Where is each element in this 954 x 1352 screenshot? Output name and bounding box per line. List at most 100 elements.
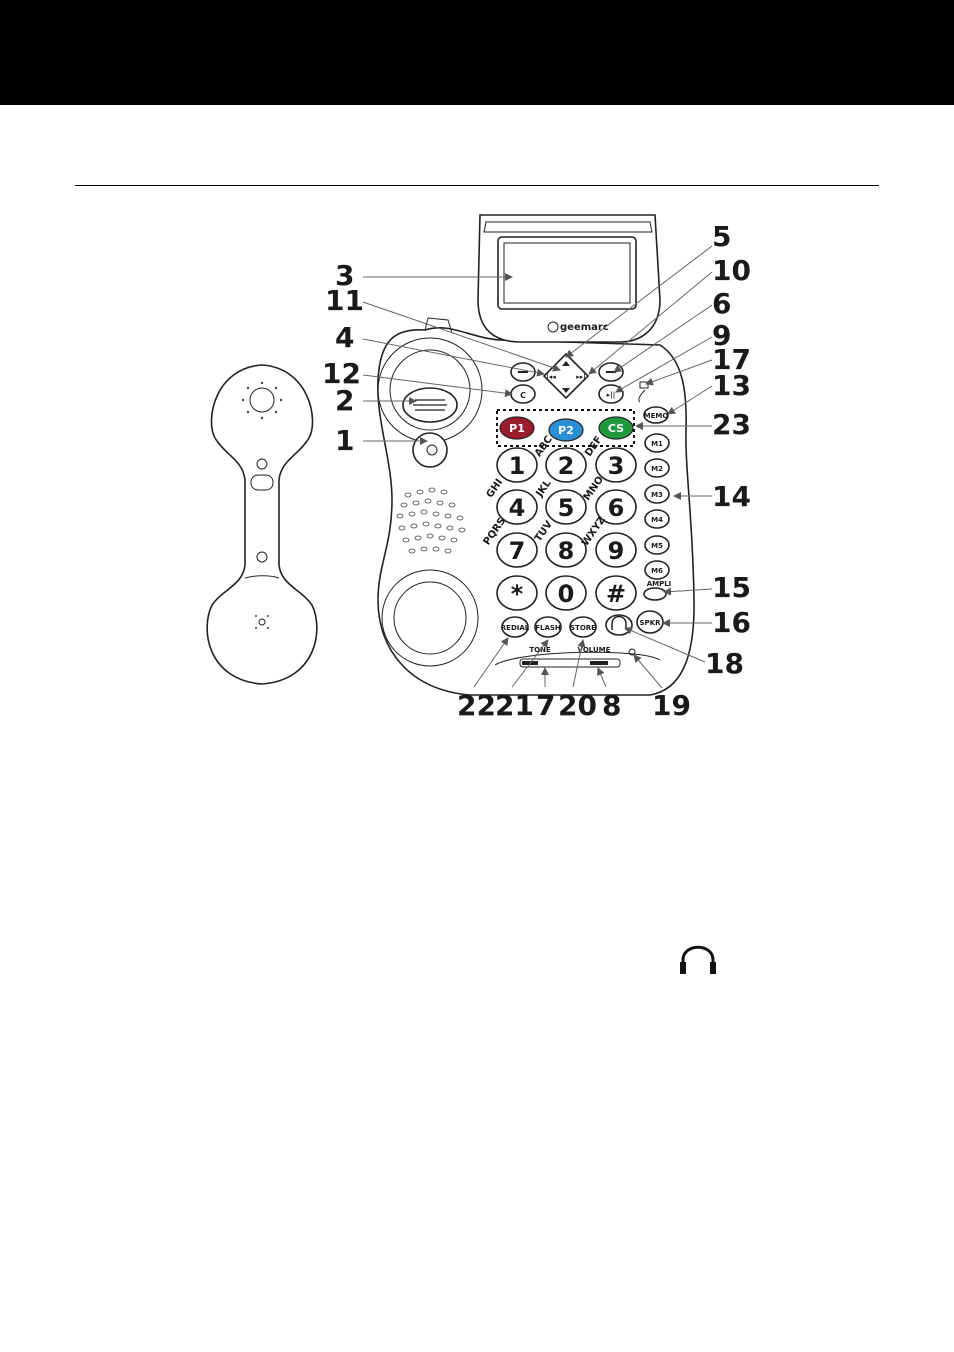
side-key-label: M6	[651, 567, 663, 575]
callout-21: 21	[495, 689, 534, 722]
key-digit: 7	[509, 537, 526, 565]
side-key-m4[interactable]: M4	[644, 509, 670, 529]
redial-key[interactable]: REDIAL	[501, 616, 530, 638]
callout-15: 15	[712, 571, 751, 604]
right-soft-key[interactable]	[598, 362, 624, 382]
brand-text: geemarc	[560, 322, 609, 333]
leader-line-5	[565, 245, 713, 358]
leader-lines	[362, 245, 713, 689]
side-key-label: M4	[651, 516, 663, 524]
side-key-label: SPKR	[640, 619, 662, 627]
key-star[interactable]: *	[496, 575, 538, 611]
leader-line-19	[633, 654, 663, 689]
key-digit: 8	[558, 537, 575, 565]
clear-key[interactable]: C	[510, 384, 536, 404]
key-0[interactable]: 0	[545, 575, 587, 611]
callout-11: 11	[325, 284, 364, 317]
callout-13: 13	[712, 369, 751, 402]
leader-line-10	[588, 271, 713, 375]
svg-text:C: C	[520, 391, 526, 400]
priority-key-label: P1	[509, 422, 525, 435]
side-key-label: M2	[651, 465, 663, 473]
leader-line-4	[362, 338, 545, 377]
callout-16: 16	[712, 606, 751, 639]
leader-line-9	[615, 336, 713, 393]
side-key-m5[interactable]: M5	[644, 535, 670, 555]
brand-logo-icon	[547, 321, 559, 333]
side-key-label: MEMO	[644, 412, 669, 420]
side-key-spkr[interactable]: SPKR	[636, 610, 664, 634]
leader-line-22	[473, 637, 509, 688]
flash-key[interactable]: FLASH	[534, 616, 562, 638]
side-key-memo[interactable]: MEMO	[643, 406, 669, 424]
headset-key[interactable]	[605, 614, 633, 636]
side-key-m1[interactable]: M1	[644, 433, 670, 453]
callout-22: 22	[457, 689, 496, 722]
side-key-label: M1	[651, 440, 663, 448]
section-rule	[75, 185, 879, 186]
key-digit: 5	[558, 494, 575, 522]
socket-icon	[628, 648, 636, 656]
callout-6: 6	[712, 287, 731, 320]
headphone-icon	[680, 945, 716, 974]
key-digit: 1	[509, 452, 526, 480]
side-key-m6[interactable]: M6	[644, 560, 670, 580]
key-digit: #	[606, 580, 626, 608]
volume-label: VOLUME	[578, 646, 611, 654]
side-key-label: M3	[651, 491, 663, 499]
leader-line-18	[624, 627, 706, 663]
key-digit: 4	[509, 494, 526, 522]
leader-line-21	[511, 639, 549, 688]
key-hash[interactable]: #	[595, 575, 637, 611]
store-label: STORE	[570, 624, 596, 632]
key-digit: 6	[608, 494, 625, 522]
store-key[interactable]: STORE	[569, 616, 597, 638]
side-key-m3[interactable]: M3	[644, 484, 670, 504]
callout-5: 5	[712, 220, 731, 253]
priority-key-label: CS	[608, 422, 624, 435]
display-unit	[477, 214, 661, 343]
callout-7: 7	[536, 689, 555, 722]
callout-19: 19	[652, 689, 691, 722]
leader-line-20	[572, 639, 586, 688]
key-1[interactable]: 1	[496, 447, 538, 483]
leader-line-6	[613, 304, 713, 373]
callout-1: 1	[335, 424, 354, 457]
svg-text:▸▸|: ▸▸|	[576, 373, 586, 382]
leader-line-12	[362, 374, 513, 398]
callout-3: 3	[335, 259, 354, 292]
callout-9: 9	[712, 319, 731, 352]
priority-key-p2[interactable]: P2	[548, 418, 584, 442]
side-key-m2[interactable]: M2	[644, 458, 670, 478]
priority-key-cs[interactable]: CS	[598, 416, 634, 440]
key-digit: 2	[558, 452, 575, 480]
play-pause-key[interactable]: ▸||	[598, 384, 624, 404]
callout-10: 10	[712, 254, 751, 287]
callout-12: 12	[322, 357, 361, 390]
callout-14: 14	[712, 480, 751, 513]
priority-key-label: P2	[558, 424, 574, 437]
header-bar	[0, 0, 954, 105]
key-digit: *	[511, 580, 524, 608]
flash-label: FLASH	[535, 624, 561, 632]
svg-text:|◂◂: |◂◂	[546, 373, 556, 382]
redial-label: REDIAL	[501, 624, 530, 632]
side-key-label: M5	[651, 542, 663, 550]
callout-20: 20	[558, 689, 597, 722]
callout-17: 17	[712, 343, 751, 376]
handset	[206, 364, 318, 685]
priority-key-p1[interactable]: P1	[499, 416, 535, 440]
side-key-label: AMPLI	[647, 580, 672, 588]
key-digit: 9	[608, 537, 625, 565]
left-soft-key[interactable]	[510, 362, 536, 382]
volume-slider-thumb[interactable]	[590, 661, 608, 665]
leader-line-8	[597, 667, 607, 688]
leader-line-11	[362, 301, 561, 372]
callout-8: 8	[602, 689, 621, 722]
leader-line-15	[663, 587, 713, 596]
svg-text:▸||: ▸||	[607, 391, 616, 400]
callout-18: 18	[705, 647, 744, 680]
